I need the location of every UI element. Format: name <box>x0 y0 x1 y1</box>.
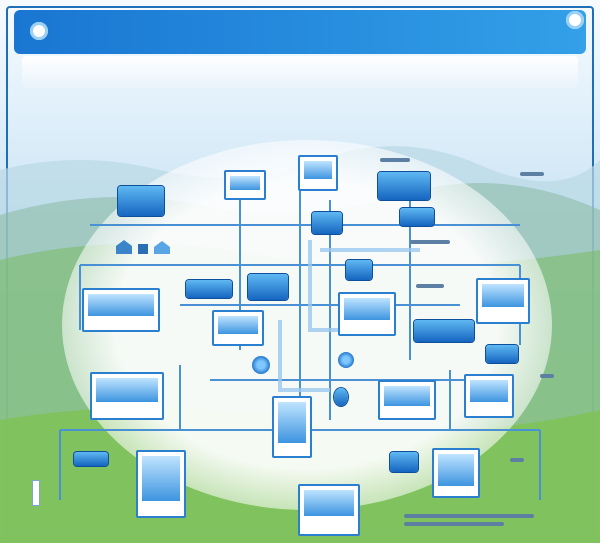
bottom-legend <box>404 510 534 530</box>
top-right-tank <box>378 172 430 200</box>
factory-icon <box>32 480 40 506</box>
bottom-right-tank <box>432 448 480 498</box>
right-lower-monitor <box>464 374 514 418</box>
right-control-cabinet <box>476 278 530 324</box>
center-column-vessel <box>212 310 264 346</box>
right-small-tank <box>486 345 518 363</box>
left-building-cluster <box>114 238 178 256</box>
top-left-unit <box>118 186 164 216</box>
center-lower-monitor <box>272 396 312 458</box>
center-left-tank-2 <box>248 274 288 300</box>
label-mark <box>520 172 544 176</box>
left-lower-screen <box>90 372 164 420</box>
label-mark <box>410 240 450 244</box>
banner-left-dot <box>30 22 48 40</box>
label-mark <box>510 458 524 462</box>
subtitle-bar <box>22 56 578 88</box>
right-pump-group <box>414 320 474 342</box>
pump-icon <box>252 356 270 374</box>
center-right-monitor <box>338 292 396 336</box>
label-mark <box>416 284 444 288</box>
center-left-tanks <box>186 280 232 298</box>
title-banner <box>14 10 586 54</box>
left-control-board <box>82 288 160 332</box>
house-icon <box>116 240 170 254</box>
water-pipe-lower <box>278 320 330 392</box>
top-center-cabinet <box>224 170 266 200</box>
meter-icon <box>338 352 354 368</box>
valve-icon <box>334 388 348 406</box>
center-small-tank <box>346 260 372 280</box>
label-mark <box>380 158 410 162</box>
label-mark <box>540 374 554 378</box>
bottom-center-panel <box>298 484 360 536</box>
bottom-left-tank <box>136 450 186 518</box>
upper-center-tank <box>312 212 342 234</box>
top-mid-cabinet <box>298 155 338 191</box>
center-bottom-pump <box>390 452 418 472</box>
upper-right-tank <box>400 208 434 226</box>
bottom-left-small-tank <box>74 452 108 466</box>
right-lower-monitor-1 <box>378 380 436 420</box>
banner-right-dot <box>566 11 584 29</box>
